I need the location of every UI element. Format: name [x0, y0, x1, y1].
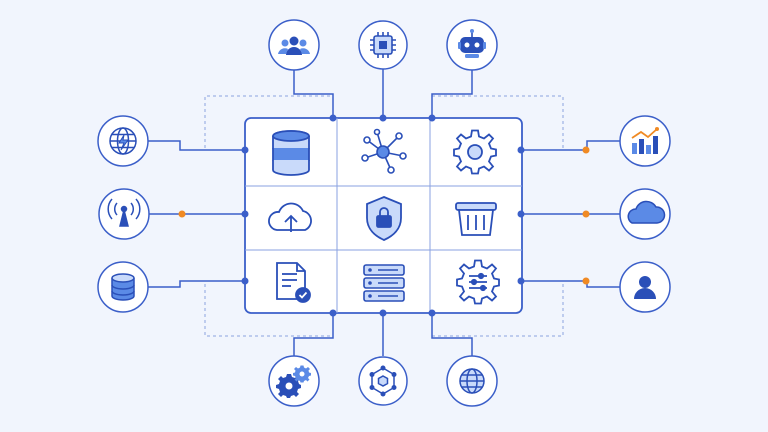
junction-dots	[241, 114, 525, 317]
users-group-icon	[278, 36, 310, 55]
gears-icon	[276, 365, 311, 398]
robot-icon	[458, 29, 486, 58]
gear-sliders-icon	[456, 259, 500, 305]
database-stack-icon	[111, 273, 135, 301]
shield-lock-icon	[366, 196, 402, 241]
server-rack-icon	[363, 264, 405, 302]
globe-lightning-icon	[109, 127, 137, 155]
connector-lines	[147, 68, 621, 356]
document-check-icon	[276, 262, 311, 303]
database-icon	[272, 130, 310, 176]
hexagon-network-icon	[369, 365, 397, 397]
user-icon	[634, 276, 656, 299]
cpu-chip-icon	[370, 32, 396, 58]
dashed-connectors	[204, 95, 564, 337]
network-nodes-icon	[361, 128, 407, 174]
cloud-upload-icon	[268, 202, 312, 232]
globe-icon	[459, 368, 485, 394]
gear-icon	[453, 129, 497, 175]
analytics-chart-icon	[631, 127, 659, 154]
accent-dots	[178, 146, 590, 285]
cloud-icon	[627, 200, 666, 224]
shopping-basket-icon	[455, 202, 497, 236]
